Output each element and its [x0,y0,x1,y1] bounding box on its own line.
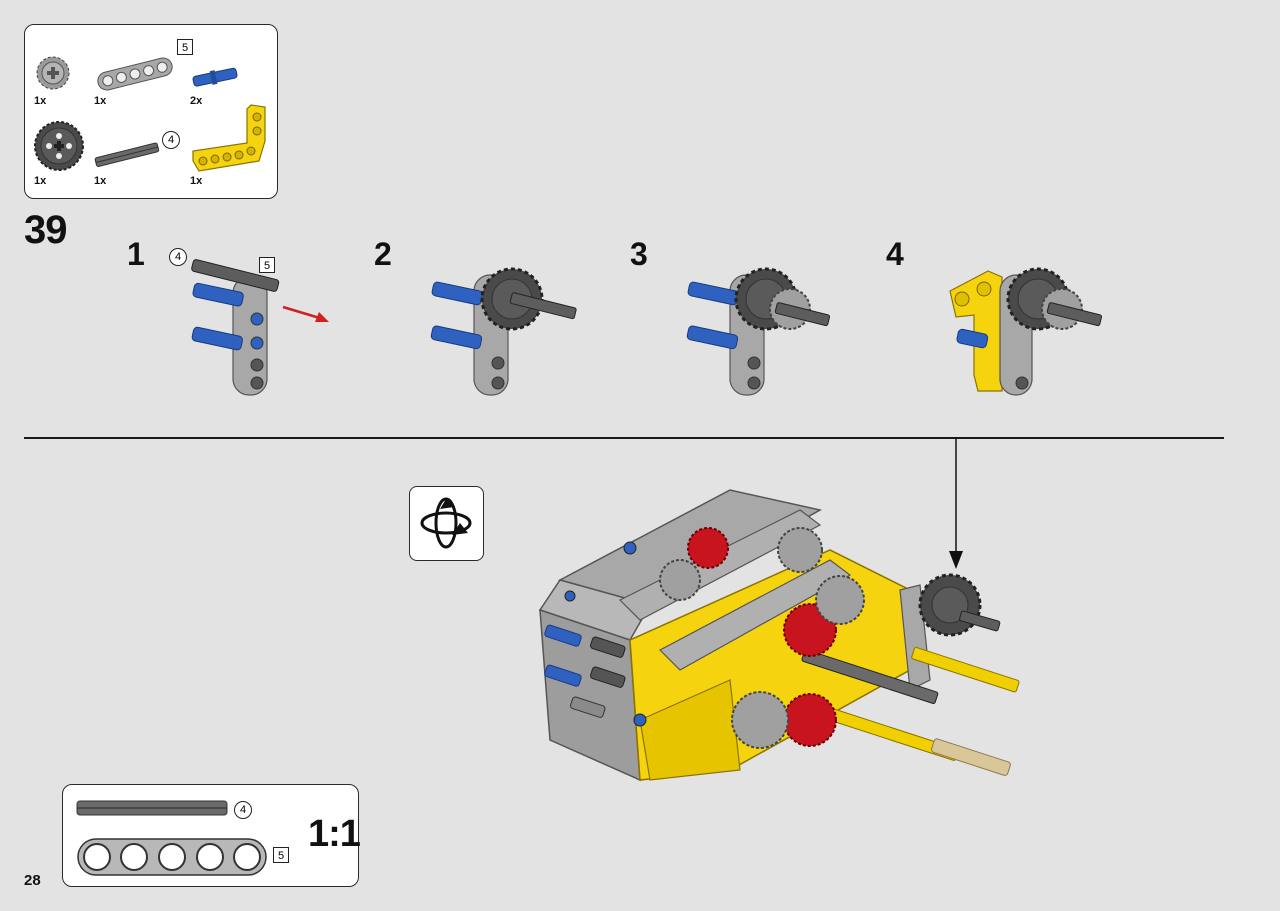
page-number: 28 [24,872,41,889]
yellow-l-beam-icon [192,104,266,172]
substep-4-label: 4 [886,236,904,272]
axle-length-label: 4 [162,131,180,149]
scale-axle-label: 4 [234,801,252,819]
scale-reference-box: 4 5 [62,784,359,887]
step-number: 39 [24,208,67,252]
beam-5-icon [97,57,173,91]
substep-1-assembly [191,259,329,396]
qty-small-gear: 1x [34,95,47,107]
qty-beam-5: 1x [94,95,107,107]
beam-length-label: 5 [177,39,193,55]
substep-4-assembly [949,267,1103,396]
qty-blue-pin: 2x [190,95,203,107]
main-assembly [538,489,1020,782]
axle-4-icon [94,142,160,167]
substep-2-assembly [430,267,577,396]
substep-1-label: 1 [127,236,145,272]
parts-list-box: 1x 5 1x 2x 1x 4 1x [24,24,278,199]
substep-2-label: 2 [374,236,392,272]
step-divider [24,437,1224,439]
substep-1-beam-label: 5 [259,257,275,273]
scale-beam-5 [77,838,267,876]
substep-3-label: 3 [630,236,648,272]
small-gear-icon [36,56,70,90]
substep-1-axle-label: 4 [169,248,187,266]
scale-beam-label: 5 [273,847,289,863]
qty-gear-24: 1x [34,175,47,187]
scale-axle-4 [76,800,228,816]
rotate-model-icon [420,497,472,549]
rotate-model-box [409,486,484,561]
qty-axle-4: 1x [94,175,107,187]
qty-yellow-l-beam: 1x [190,175,203,187]
substep-3-assembly [686,267,831,396]
scale-indicator: 1:1 [308,813,361,855]
insert-arrow [949,437,963,569]
gear-24-icon [34,121,84,171]
blue-pin-icon [192,67,238,87]
